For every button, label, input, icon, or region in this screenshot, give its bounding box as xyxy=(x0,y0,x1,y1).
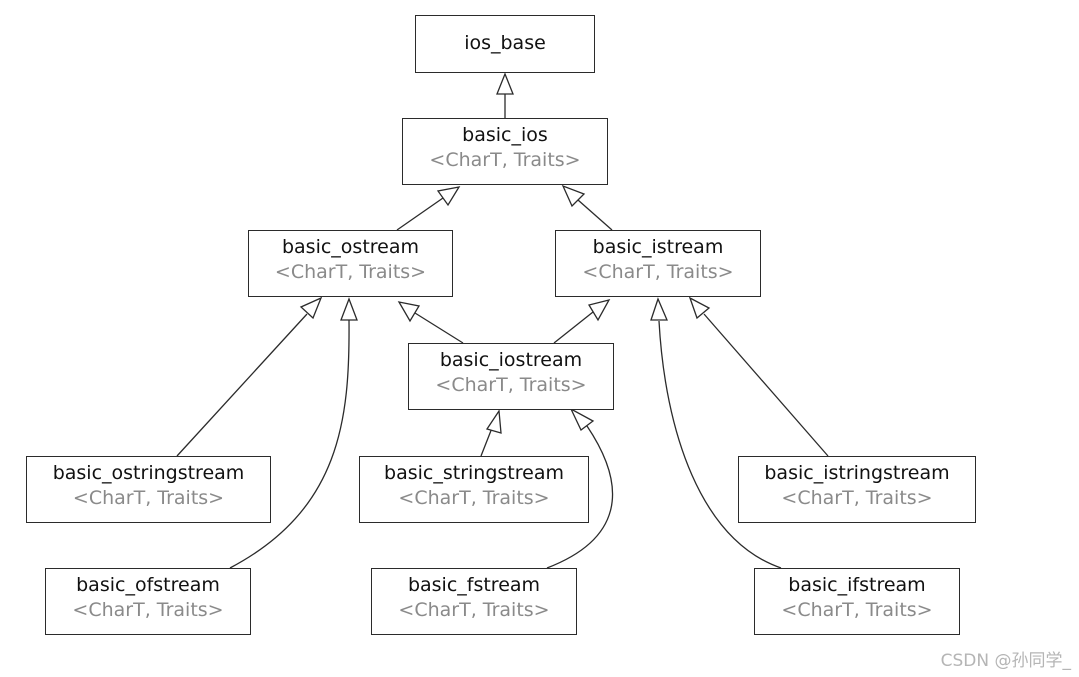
arrowhead xyxy=(397,301,421,323)
edge-basic-fstream-to-basic-iostream xyxy=(546,425,614,569)
edge-basic-istringstream-to-basic-istream xyxy=(703,313,829,457)
edge-basic-istream-to-basic-ios xyxy=(577,199,613,231)
node-basic-istream: basic_istream <CharT, Traits> xyxy=(555,230,761,297)
node-basic-stringstream: basic_stringstream <CharT, Traits> xyxy=(359,456,589,523)
arrowhead xyxy=(650,297,668,321)
node-ios-base: ios_base xyxy=(415,15,595,73)
node-template-params: <CharT, Traits> xyxy=(72,599,224,621)
node-basic-ios: basic_ios <CharT, Traits> xyxy=(402,118,608,185)
node-name: basic_istream xyxy=(592,236,724,258)
node-name: basic_ifstream xyxy=(788,574,926,596)
edge-basic-iostream-to-basic-ostream xyxy=(414,312,464,344)
node-name: basic_ios xyxy=(462,124,548,146)
edge-basic-ostream-to-basic-ios xyxy=(396,197,444,231)
edge-basic-ostringstream-to-basic-ostream xyxy=(176,313,308,457)
node-name: basic_ostringstream xyxy=(52,462,245,484)
node-basic-ostringstream: basic_ostringstream <CharT, Traits> xyxy=(26,456,271,523)
edge-basic-iostream-to-basic-istream xyxy=(553,311,594,344)
watermark: CSDN @孙同学_ xyxy=(940,651,1071,671)
arrowhead xyxy=(340,297,358,321)
node-name: basic_istringstream xyxy=(764,462,950,484)
node-template-params: <CharT, Traits> xyxy=(398,599,550,621)
node-template-params: <CharT, Traits> xyxy=(435,374,587,396)
node-basic-iostream: basic_iostream <CharT, Traits> xyxy=(408,343,614,410)
node-name: basic_iostream xyxy=(439,349,583,371)
node-basic-ofstream: basic_ofstream <CharT, Traits> xyxy=(45,568,251,635)
node-name: basic_fstream xyxy=(407,574,541,596)
edge-basic-stringstream-to-basic-iostream xyxy=(480,427,493,457)
arrowhead xyxy=(688,296,711,320)
arrowhead xyxy=(485,409,502,434)
node-name: basic_ostream xyxy=(281,236,420,258)
node-name: ios_base xyxy=(464,32,546,54)
arrowhead xyxy=(569,407,595,431)
node-template-params: <CharT, Traits> xyxy=(429,149,581,171)
arrowhead xyxy=(496,72,514,95)
node-basic-istringstream: basic_istringstream <CharT, Traits> xyxy=(738,456,976,523)
node-template-params: <CharT, Traits> xyxy=(781,487,933,509)
arrowhead xyxy=(561,184,586,208)
node-basic-ostream: basic_ostream <CharT, Traits> xyxy=(248,230,453,297)
node-template-params: <CharT, Traits> xyxy=(274,261,427,283)
arrowhead xyxy=(587,299,611,322)
arrowhead xyxy=(299,296,323,320)
node-name: basic_ofstream xyxy=(76,574,220,596)
node-template-params: <CharT, Traits> xyxy=(582,261,734,283)
node-name: basic_stringstream xyxy=(384,462,564,484)
node-template-params: <CharT, Traits> xyxy=(781,599,933,621)
node-basic-ifstream: basic_ifstream <CharT, Traits> xyxy=(754,568,960,635)
edge-basic-ifstream-to-basic-istream xyxy=(658,320,782,569)
arrowhead xyxy=(436,186,461,207)
node-template-params: <CharT, Traits> xyxy=(72,487,225,509)
node-template-params: <CharT, Traits> xyxy=(398,487,550,509)
edge-basic-ofstream-to-basic-ostream xyxy=(229,319,350,569)
node-basic-fstream: basic_fstream <CharT, Traits> xyxy=(371,568,577,635)
